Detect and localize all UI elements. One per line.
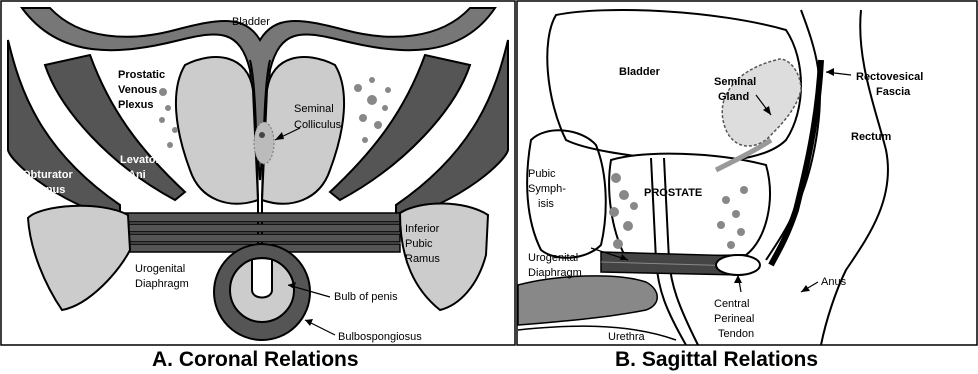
label-pubic-2: Symph- <box>528 183 566 195</box>
label-obturator-1: Obturator <box>22 169 73 181</box>
label-urethra: Urethra <box>608 331 646 343</box>
label-prostatic-1: Prostatic <box>118 69 165 81</box>
urethra-bulb <box>252 260 272 298</box>
label-seminal-gland-1: Seminal <box>714 76 756 88</box>
label-inferior-3: Ramus <box>405 253 440 265</box>
caption-sagittal: B. Sagittal Relations <box>615 348 818 372</box>
label-rectovesical-2: Fascia <box>876 86 911 98</box>
coronal-panel: Bladder Prostatic Venous Plexus Seminal … <box>0 0 516 346</box>
label-urogenital-1: Urogenital <box>135 263 185 275</box>
sagittal-diagram: Bladder Seminal Gland Rectovesical Fasci… <box>516 0 978 346</box>
label-levator-1: Levator <box>120 154 160 166</box>
label-obturator-2: Internus <box>22 184 65 196</box>
label-bulbospongiosus: Bulbospongiosus <box>338 331 422 343</box>
label-seminal-1: Seminal <box>294 103 334 115</box>
sagittal-panel: Bladder Seminal Gland Rectovesical Fasci… <box>516 0 978 346</box>
label-prostate: PROSTATE <box>644 187 702 199</box>
label-urogenital-b-2: Diaphragm <box>528 267 582 279</box>
label-inferior-1: Inferior <box>405 223 440 235</box>
label-bladder-b: Bladder <box>619 66 661 78</box>
coronal-diagram: Bladder Prostatic Venous Plexus Seminal … <box>0 0 516 346</box>
label-seminal-gland-2: Gland <box>718 91 749 103</box>
label-central-2: Perineal <box>714 313 754 325</box>
label-bulb: Bulb of penis <box>334 291 398 303</box>
label-rectum: Rectum <box>851 131 892 143</box>
label-seminal-2: Colliculus <box>294 119 342 131</box>
label-rectovesical-1: Rectovesical <box>856 71 923 83</box>
seminal-colliculus <box>254 122 274 164</box>
label-prostatic-3: Plexus <box>118 99 153 111</box>
label-levator-2: Ani <box>128 169 146 181</box>
label-anus: Anus <box>821 276 847 288</box>
caption-coronal: A. Coronal Relations <box>152 348 359 372</box>
label-central-3: Tendon <box>718 328 754 340</box>
label-urogenital-2: Diaphragm <box>135 278 189 290</box>
label-urogenital-b-1: Urogenital <box>528 252 578 264</box>
label-central-1: Central <box>714 298 749 310</box>
label-inferior-2: Pubic <box>405 238 433 250</box>
central-perineal-tendon <box>716 255 760 275</box>
label-pubic-3: isis <box>538 198 554 210</box>
label-bladder: Bladder <box>232 16 270 28</box>
label-pubic-1: Pubic <box>528 168 556 180</box>
label-prostatic-2: Venous <box>118 84 157 96</box>
